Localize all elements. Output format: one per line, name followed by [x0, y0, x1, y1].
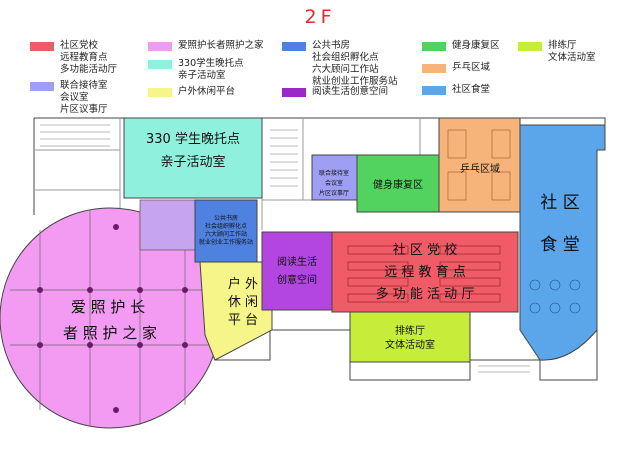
- legend-swatch: [30, 82, 54, 91]
- label-library-3: 六大顾问工作站: [205, 230, 247, 238]
- legend-swatch: [282, 42, 306, 51]
- party-school-seating: [347, 245, 501, 303]
- legend-swatch: [422, 64, 446, 73]
- legend-item-outdoor-platform: 户外休闲平台: [148, 86, 268, 100]
- legend-swatch: [422, 86, 446, 95]
- legend-swatch: [148, 60, 172, 69]
- zone-elder-annex: [139, 199, 196, 251]
- legend-item-reception: 联合接待室会议室片区议事厅: [30, 80, 140, 120]
- label-elder-care-1: 爱 照 护 长: [71, 298, 145, 316]
- floor-label: 2F: [304, 6, 336, 28]
- zone-fitness: [356, 154, 440, 213]
- label-reception-3: 片区议事厅: [319, 189, 349, 197]
- label-outdoor-1: 户 外: [228, 276, 258, 292]
- legend-item-fitness: 健身康复区: [422, 40, 512, 54]
- zone-student-center: [123, 117, 263, 199]
- legend-item-elder-care: 爱照护长者照护之家: [148, 40, 278, 54]
- zone-party-school: [331, 231, 519, 313]
- legend-swatch: [282, 88, 306, 97]
- label-library-2: 社会组织孵化点: [205, 222, 247, 230]
- label-fitness: 健身康复区: [373, 178, 423, 191]
- pingpong-tables: [447, 129, 511, 201]
- label-rehearsal-1: 排练厅: [395, 324, 425, 337]
- legend-swatch: [422, 42, 446, 51]
- label-outdoor-2: 休 闲: [228, 295, 258, 310]
- zone-reception: [311, 154, 358, 201]
- legend-item-pingpong: 乒乓区域: [422, 62, 512, 76]
- legend-item-canteen: 社区食堂: [422, 84, 512, 98]
- label-student-center-2: 亲子活动室: [160, 154, 225, 170]
- zone-reading-space: [261, 231, 333, 311]
- label-reading-1: 阅读生活: [277, 255, 317, 268]
- legend-item-rehearsal: 排练厅文体活动室: [518, 40, 628, 66]
- label-outdoor-3: 平 台: [228, 313, 258, 328]
- label-library-4: 就业创业工作服务站: [199, 238, 253, 246]
- legend-swatch: [30, 42, 54, 51]
- label-party-school-2: 远 程 教 育 点: [384, 264, 466, 280]
- label-party-school-3: 多 功 能 活 动 厅: [376, 286, 475, 302]
- zone-canteen: [519, 124, 606, 361]
- legend-swatch: [148, 88, 172, 97]
- legend-item-public-library: 公共书房社会组织孵化点六大顾问工作站就业创业工作服务站: [282, 40, 422, 92]
- label-party-school-1: 社 区 党 校: [393, 242, 457, 258]
- label-student-center-1: 330 学生晚托点: [146, 131, 240, 147]
- label-elder-care-2: 者 照 护 之 家: [63, 324, 157, 342]
- zone-rehearsal: [349, 311, 471, 363]
- legend-item-party-school: 社区党校远程教育点多功能活动厅: [30, 40, 140, 80]
- zone-pingpong: [438, 117, 521, 213]
- legend-item-student-center: 330学生晚托点亲子活动室: [148, 58, 268, 84]
- zone-public-library: [194, 199, 258, 263]
- label-reading-2: 创意空间: [277, 273, 317, 286]
- elder-care-pillars: [37, 224, 188, 413]
- stair-marks: [40, 124, 530, 373]
- label-library-1: 公共书房: [214, 214, 238, 222]
- legend-swatch: [148, 42, 172, 51]
- canteen-tables: [529, 279, 581, 314]
- legend-item-reading-space: 阅读生活创意空间: [282, 86, 422, 100]
- label-pingpong: 乒乓区域: [460, 162, 500, 175]
- label-canteen-2: 食 堂: [540, 235, 579, 255]
- label-reception-1: 联合接待室: [319, 169, 349, 177]
- label-reception-2: 会议室: [325, 179, 343, 187]
- label-canteen-1: 社 区: [540, 193, 579, 213]
- legend-swatch: [518, 42, 542, 51]
- label-rehearsal-2: 文体活动室: [385, 338, 435, 351]
